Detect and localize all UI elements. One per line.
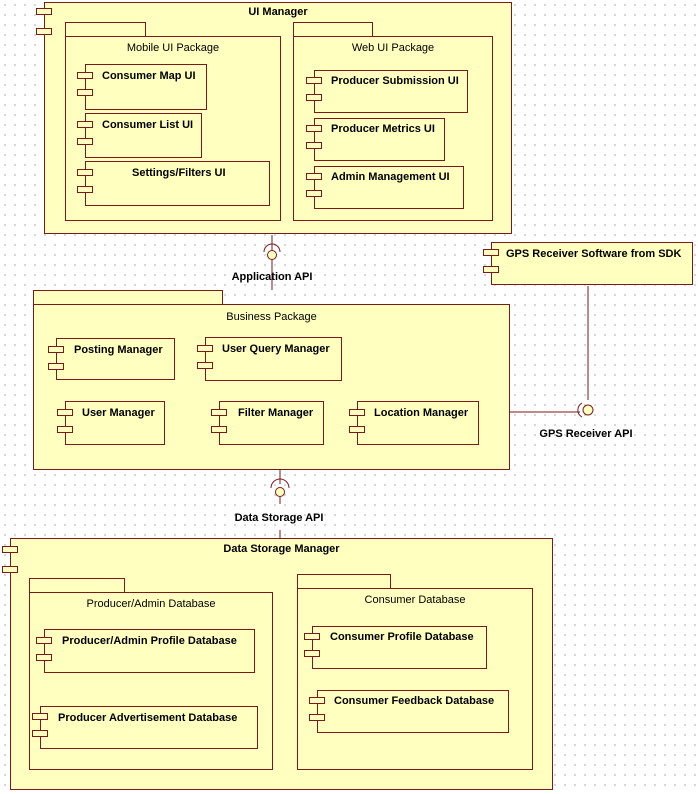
component-port-icon	[304, 650, 320, 657]
user-query-manager-component[interactable]: User Query Manager	[205, 337, 342, 381]
gps-receiver-label: GPS Receiver Software from SDK	[506, 248, 682, 260]
component-port-icon	[32, 713, 48, 720]
data-storage-api-lollipop	[275, 487, 285, 497]
component-port-icon	[349, 426, 365, 433]
producer-advertisement-database-component[interactable]: Producer Advertisement Database	[40, 706, 258, 749]
component-port-icon	[304, 633, 320, 640]
component-port-icon	[349, 409, 365, 416]
data-storage-port-bottom	[2, 566, 18, 573]
component-port-icon	[57, 426, 73, 433]
producer-submission-ui-label: Producer Submission UI	[331, 75, 459, 87]
consumer-map-ui-component[interactable]: Consumer Map UI	[85, 64, 207, 110]
component-port-icon	[483, 249, 499, 256]
component-port-icon	[306, 125, 322, 132]
admin-management-ui-component[interactable]: Admin Management UI	[314, 166, 464, 209]
location-manager-component[interactable]: Location Manager	[357, 401, 479, 445]
component-port-icon	[57, 409, 73, 416]
user-manager-component[interactable]: User Manager	[65, 401, 165, 445]
web-ui-package-tab	[293, 22, 373, 37]
consumer-profile-database-component[interactable]: Consumer Profile Database	[312, 626, 487, 669]
business-package-title: Business Package	[226, 311, 317, 323]
mobile-ui-package-title: Mobile UI Package	[126, 42, 220, 54]
producer-admin-database-tab	[29, 578, 125, 593]
ui-manager-title: UI Manager	[248, 6, 308, 18]
posting-manager-label: Posting Manager	[74, 344, 163, 356]
producer-metrics-ui-component[interactable]: Producer Metrics UI	[314, 118, 445, 161]
consumer-profile-database-label: Consumer Profile Database	[330, 631, 474, 643]
component-port-icon	[211, 409, 227, 416]
mobile-ui-package-tab	[65, 22, 146, 37]
consumer-feedback-database-label: Consumer Feedback Database	[334, 695, 495, 707]
data-storage-manager-title: Data Storage Manager	[223, 543, 340, 555]
data-storage-port-top	[2, 546, 18, 553]
location-manager-label: Location Manager	[374, 407, 469, 419]
consumer-database-title: Consumer Database	[364, 594, 466, 606]
component-port-icon	[306, 77, 322, 84]
settings-filters-ui-component[interactable]: Settings/Filters UI	[85, 161, 270, 206]
user-query-manager-label: User Query Manager	[222, 343, 330, 355]
gps-receiver-api-label: GPS Receiver API	[539, 428, 633, 440]
data-storage-api-socket	[270, 478, 290, 489]
component-port-icon	[211, 426, 227, 433]
ui-manager-port-top	[36, 8, 52, 15]
posting-manager-component[interactable]: Posting Manager	[56, 338, 175, 380]
component-port-icon	[309, 714, 325, 721]
component-port-icon	[36, 654, 52, 661]
consumer-list-ui-label: Consumer List UI	[102, 119, 194, 131]
consumer-database-package[interactable]: Consumer Database	[297, 588, 533, 770]
producer-admin-profile-database-label: Producer/Admin Profile Database	[62, 635, 237, 647]
user-manager-label: User Manager	[82, 407, 155, 419]
consumer-feedback-database-component[interactable]: Consumer Feedback Database	[317, 690, 509, 733]
component-port-icon	[306, 173, 322, 180]
component-port-icon	[48, 346, 64, 353]
component-port-icon	[197, 345, 213, 352]
application-api-label: Application API	[231, 271, 313, 283]
gps-api-lollipop	[582, 404, 594, 416]
gps-api-socket	[577, 402, 583, 418]
component-port-icon	[306, 142, 322, 149]
business-package-tab	[33, 290, 223, 305]
producer-metrics-ui-label: Producer Metrics UI	[331, 123, 435, 135]
gps-receiver-component[interactable]: GPS Receiver Software from SDK	[491, 242, 693, 285]
component-port-icon	[306, 94, 322, 101]
settings-filters-ui-label: Settings/Filters UI	[132, 167, 226, 179]
consumer-map-ui-label: Consumer Map UI	[102, 70, 196, 82]
component-port-icon	[77, 72, 93, 79]
consumer-database-tab	[297, 574, 391, 589]
filter-manager-component[interactable]: Filter Manager	[219, 401, 324, 445]
consumer-list-ui-component[interactable]: Consumer List UI	[85, 113, 202, 158]
component-port-icon	[36, 637, 52, 644]
ui-manager-port-bottom	[36, 28, 52, 35]
application-api-socket	[263, 243, 281, 253]
component-port-icon	[77, 186, 93, 193]
component-port-icon	[309, 697, 325, 704]
component-port-icon	[483, 266, 499, 273]
producer-advertisement-database-label: Producer Advertisement Database	[58, 712, 238, 724]
component-port-icon	[77, 169, 93, 176]
component-port-icon	[77, 89, 93, 96]
data-storage-api-label: Data Storage API	[234, 512, 324, 524]
application-api-lollipop	[267, 250, 277, 260]
producer-submission-ui-component[interactable]: Producer Submission UI	[314, 70, 468, 113]
component-port-icon	[197, 362, 213, 369]
filter-manager-label: Filter Manager	[238, 407, 314, 419]
producer-admin-profile-database-component[interactable]: Producer/Admin Profile Database	[44, 629, 255, 673]
component-port-icon	[32, 730, 48, 737]
component-port-icon	[77, 138, 93, 145]
producer-admin-database-title: Producer/Admin Database	[86, 598, 216, 610]
web-ui-package-title: Web UI Package	[351, 42, 435, 54]
component-port-icon	[306, 190, 322, 197]
component-port-icon	[77, 121, 93, 128]
admin-management-ui-label: Admin Management UI	[331, 171, 450, 183]
component-port-icon	[48, 363, 64, 370]
business-package[interactable]: Business Package	[33, 304, 510, 470]
